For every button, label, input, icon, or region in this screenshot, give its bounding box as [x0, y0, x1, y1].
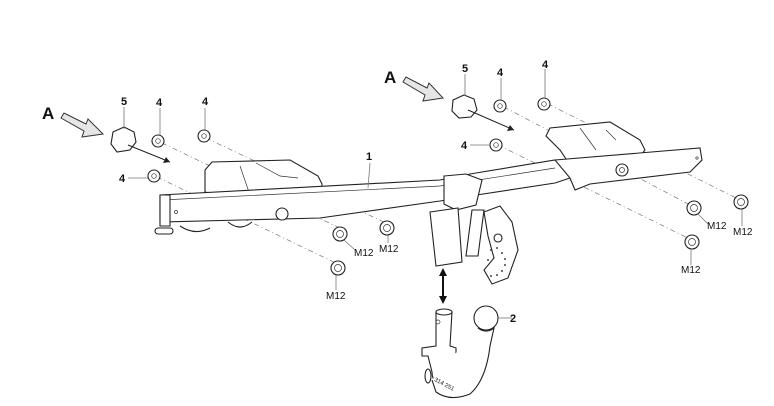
callout-4-right-1: 4: [497, 67, 504, 79]
labels: A A 1 2 4 4 4 4 4 4 5 5 M12 M12 M12 M12 …: [42, 59, 753, 393]
nut-label-right-3: M12: [681, 265, 701, 276]
washers-right: [470, 69, 551, 152]
nuts-right: [684, 194, 749, 265]
view-arrow-left: [60, 112, 105, 138]
callout-5-right: 5: [462, 63, 468, 75]
view-label-a-left: A: [42, 104, 54, 123]
callout-4-left-2: 4: [202, 96, 209, 108]
washers-left: [128, 108, 211, 183]
callout-2: 2: [510, 313, 516, 325]
callout-4-left-1: 4: [156, 97, 163, 109]
nuts-left: [330, 220, 395, 290]
callout-1: 1: [366, 151, 372, 163]
nut-label-left-2: M12: [379, 244, 399, 255]
ball-neck: [421, 305, 512, 399]
callout-4-left-3: 4: [119, 173, 126, 185]
spacer-right: [451, 74, 515, 131]
callout-leader-1: [367, 162, 371, 189]
view-label-a-right: A: [384, 68, 396, 87]
nut-label-right-1: M12: [707, 221, 727, 232]
insert-direction-arrow: [439, 268, 447, 304]
spacer-left: [110, 107, 171, 163]
callout-5-left: 5: [121, 96, 127, 108]
callout-4-right-2: 4: [542, 59, 549, 71]
view-arrow-right: [402, 76, 445, 102]
callout-4-right-3: 4: [461, 140, 468, 152]
nut-label-left-3: M12: [326, 291, 346, 302]
nut-label-left-1: M12: [354, 248, 374, 259]
nut-label-right-2: M12: [733, 227, 753, 238]
crossmember: [154, 121, 703, 285]
